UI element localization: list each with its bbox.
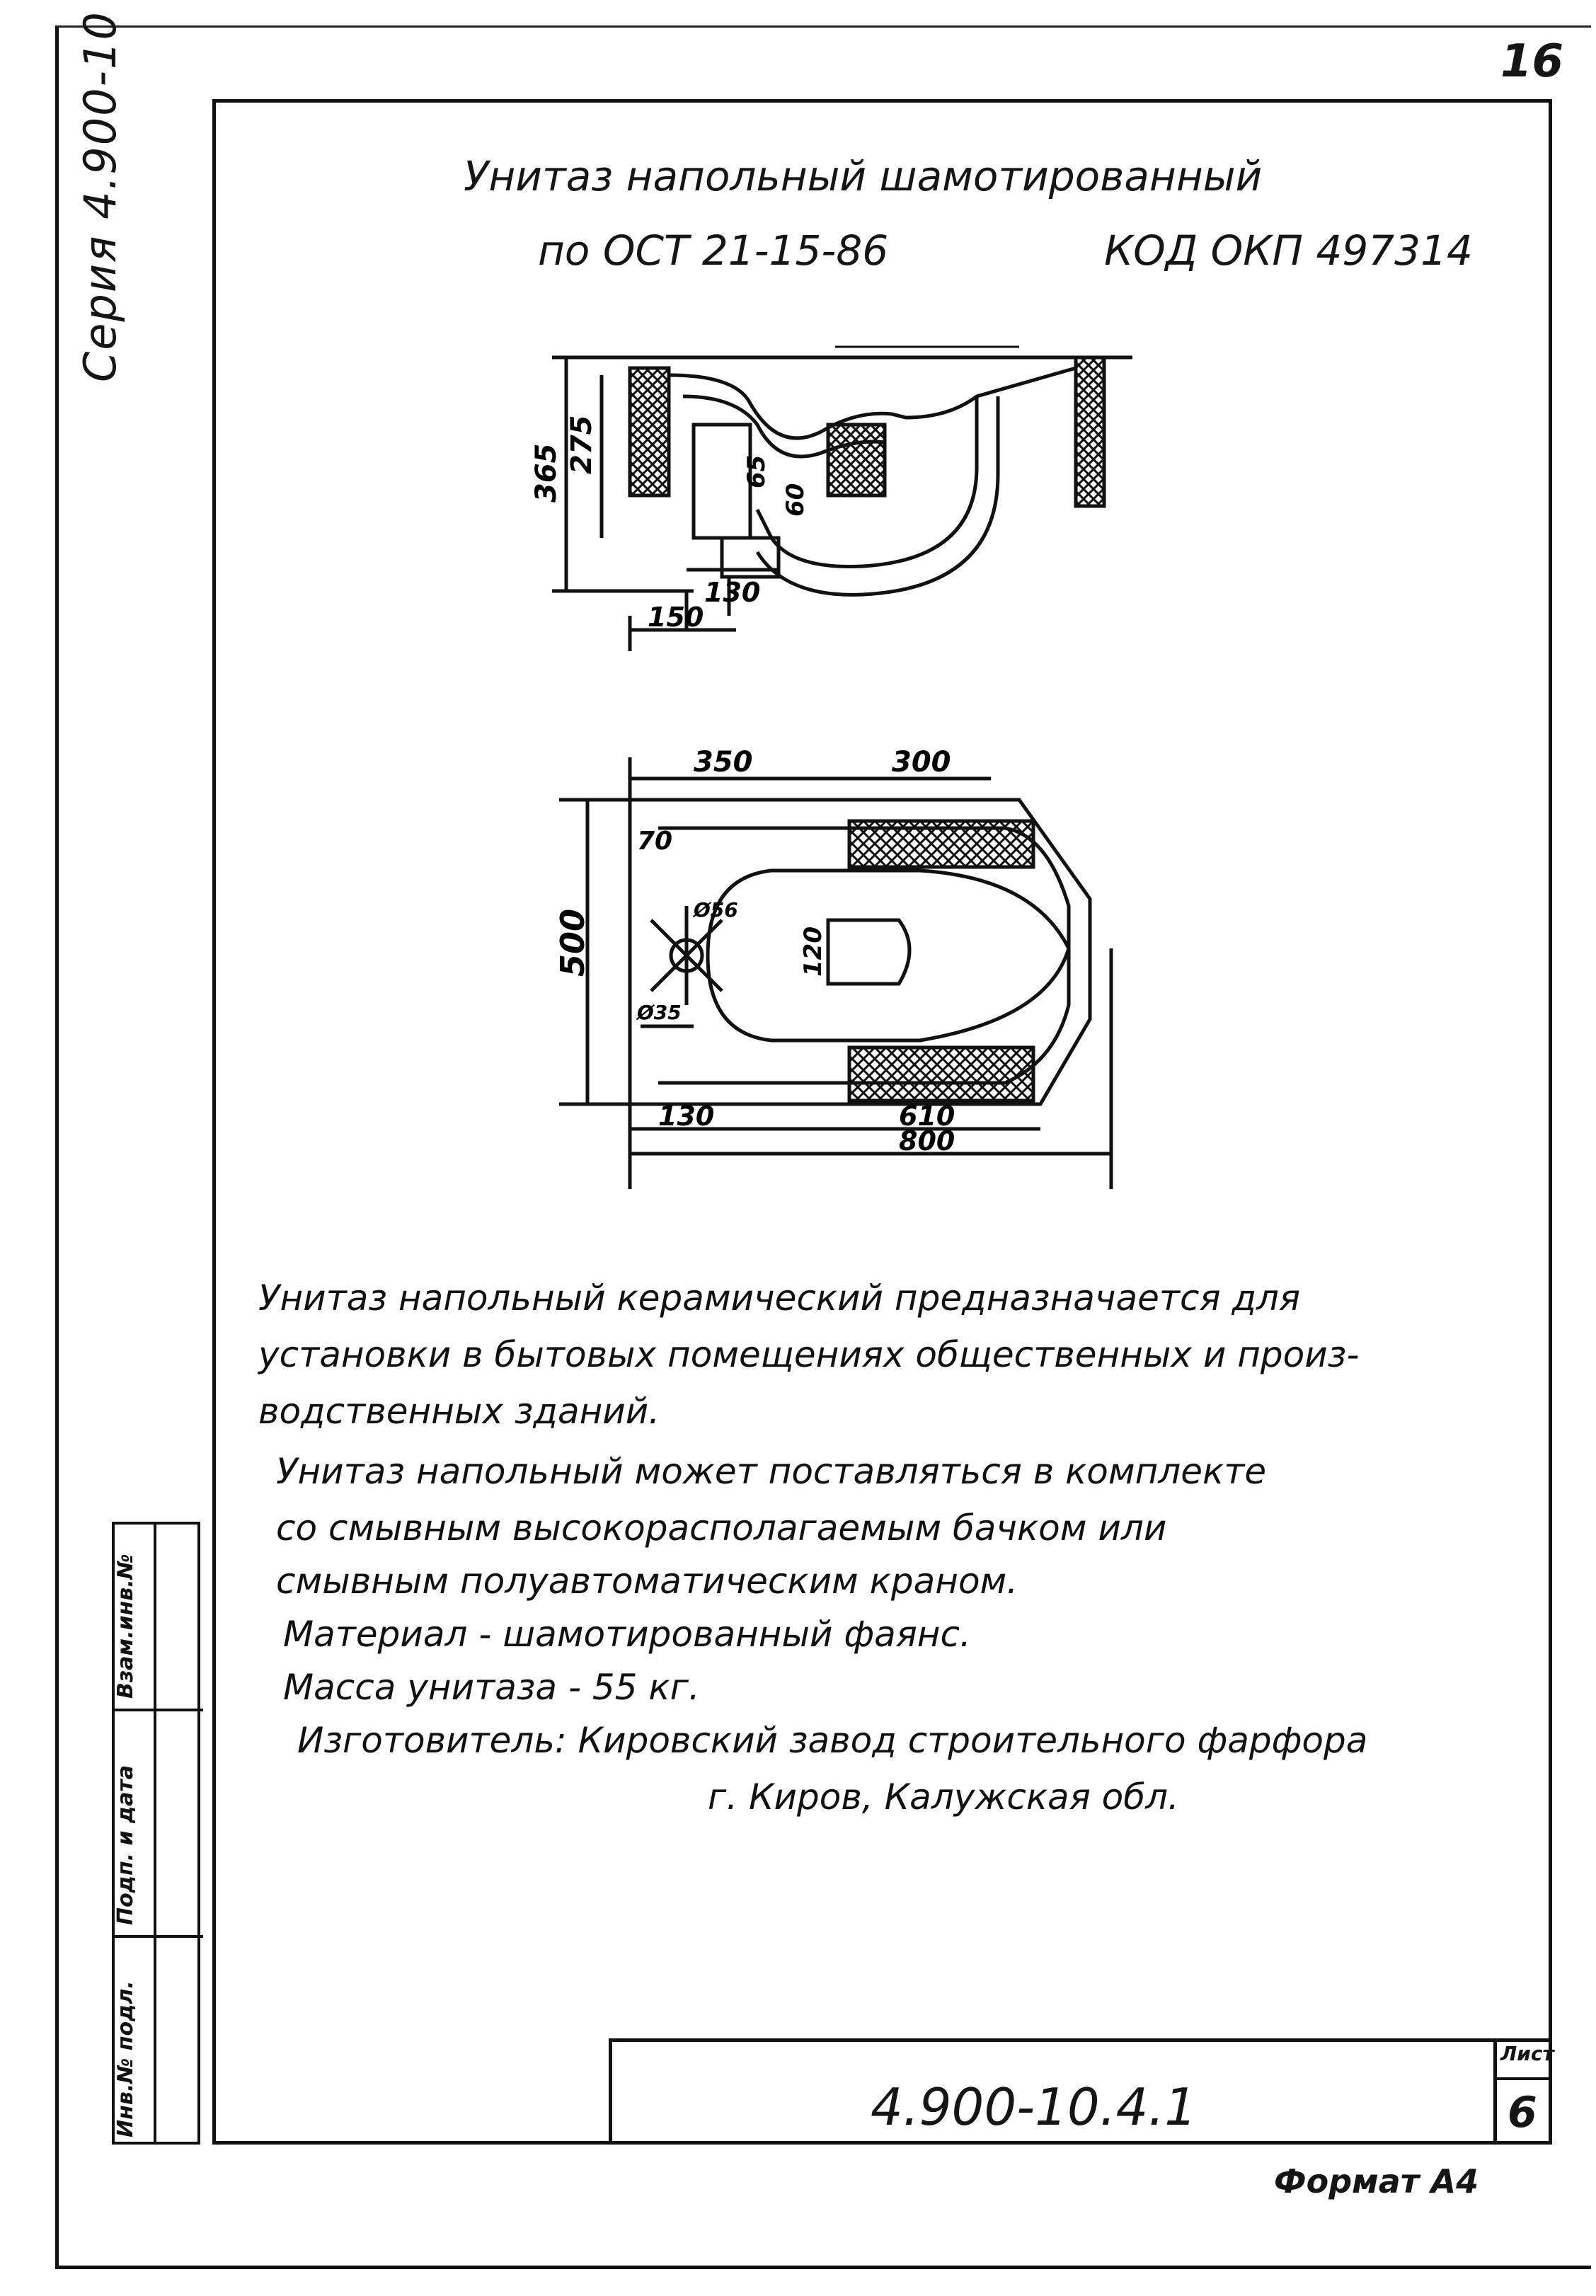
- title-block: [609, 2038, 1552, 2145]
- document-code: 4.900-10.4.1: [871, 2077, 1198, 2137]
- dim-plan-130: 130: [658, 1101, 714, 1132]
- dim-section-275: 275: [566, 415, 598, 475]
- desc-p1-line2: установки в бытовых помещениях обществен…: [258, 1334, 1360, 1375]
- desc-p2-line2: со смывным высокорасполагаемым бачком ил…: [276, 1508, 1167, 1549]
- desc-manufacturer: Изготовитель: Кировский завод строительн…: [297, 1720, 1368, 1761]
- dim-plan-610: 610: [899, 1101, 955, 1132]
- desc-p1-line3: водственных зданий.: [258, 1391, 660, 1432]
- dim-plan-350: 350: [694, 746, 753, 779]
- sheet-number-top: 16: [1500, 35, 1564, 88]
- stamp-replace-inv: Взам.инв.№: [113, 1554, 138, 1699]
- section-drawing: 365 275 65 60 130 150: [530, 345, 1132, 651]
- dim-plan-d35: Ø35: [636, 1001, 682, 1024]
- dim-section-365: 365: [530, 444, 563, 503]
- dim-plan-800: 800: [899, 1125, 955, 1156]
- plan-drawing: 350 300 70 500 Ø56 120 Ø35 130 610 800: [553, 746, 1113, 1189]
- desc-p1-line1: Унитаз напольный керамический предназнач…: [258, 1278, 1301, 1319]
- dim-plan-300: 300: [892, 746, 951, 779]
- dim-plan-70: 70: [637, 827, 672, 856]
- dim-plan-120: 120: [799, 926, 827, 977]
- dim-section-150: 150: [648, 602, 704, 633]
- stamp-signature-date: Подп. и дата: [113, 1764, 138, 1925]
- desc-p2-line3: смывным полуавтоматическим краном.: [276, 1561, 1018, 1602]
- dim-plan-500: 500: [553, 909, 592, 977]
- dim-section-60: 60: [781, 483, 810, 517]
- dim-section-130: 130: [704, 577, 760, 608]
- outer-frame: [55, 25, 1591, 2269]
- format-label: Формат А4: [1274, 2162, 1479, 2200]
- approval-stamp: [112, 1522, 203, 2145]
- desc-material: Материал - шамотированный фаянс.: [283, 1614, 971, 1655]
- stamp-inv-original: Инв.№ подл.: [113, 1980, 138, 2137]
- desc-location: г. Киров, Калужская обл.: [708, 1776, 1179, 1818]
- sheet-number: 6: [1508, 2088, 1537, 2137]
- series-label: Серия 4.900-10 в.4: [74, 0, 126, 382]
- drawing-standard: по ОСТ 21-15-86: [538, 226, 889, 275]
- sheet-label: Лист: [1500, 2042, 1554, 2065]
- dim-plan-d56: Ø56: [692, 898, 738, 922]
- inner-frame: [212, 99, 1552, 2145]
- desc-mass: Масса унитаза - 55 кг.: [283, 1667, 700, 1708]
- desc-p2-line1: Унитаз напольный может поставляться в ко…: [276, 1451, 1267, 1492]
- sheet-cell: [1493, 2038, 1552, 2145]
- drawing-title: Унитаз напольный шамотированный: [464, 152, 1263, 200]
- drawing-code: КОД ОКП 497314: [1104, 226, 1473, 275]
- dim-section-65: 65: [742, 455, 771, 488]
- sheet-divider: [1493, 2077, 1552, 2080]
